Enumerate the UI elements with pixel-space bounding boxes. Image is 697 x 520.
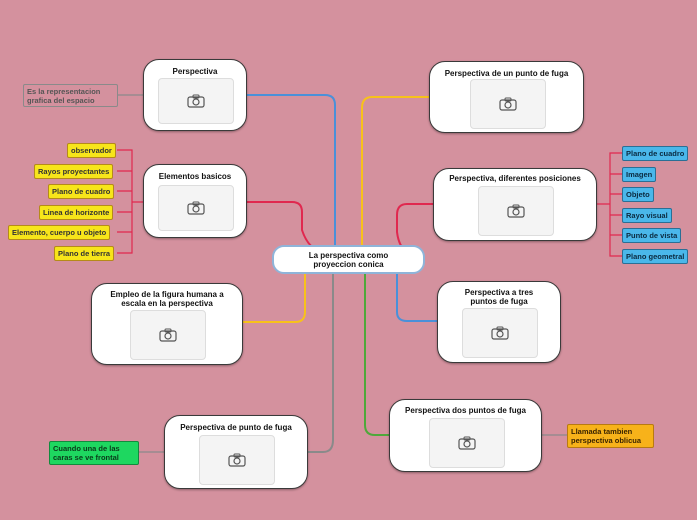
subtopic-line2: caras se ve frontal [53, 453, 119, 462]
subtopic-cara-frontal[interactable]: Cuando una de las caras se ve frontal [49, 441, 139, 465]
camera-icon [187, 94, 205, 108]
subtopic-plano-de-cuadro-right[interactable]: Plano de cuadro [622, 146, 689, 161]
topic-title: Perspectiva de punto de fuga [180, 423, 292, 432]
branch-dos-puntos [364, 274, 390, 436]
subtopic-line1: Cuando una de las [53, 444, 120, 453]
topic-title-line2: escala en la perspectiva [121, 299, 213, 308]
sub-diferentes-bracket [597, 152, 622, 257]
subtopic-line2: perspectiva oblicua [571, 436, 642, 445]
topic-title: Elementos basicos [158, 172, 232, 181]
subtopic-elemento-cuerpo[interactable]: Elemento, cuerpo u objeto [8, 225, 111, 240]
camera-icon [458, 436, 476, 450]
subtopic-line1: Llamada tambien [571, 427, 633, 436]
branch-punto-fuga [307, 274, 334, 453]
topic-elementos-basicos[interactable]: Elementos basicos [143, 164, 247, 238]
subtopic-punto-de-vista[interactable]: Punto de vista [622, 228, 682, 243]
subtopic-rayos-proyectantes[interactable]: Rayos proyectantes [34, 164, 114, 179]
image-placeholder [470, 79, 546, 129]
topic-title-line1: Empleo de la figura humana a [110, 290, 224, 299]
topic-tres-puntos[interactable]: Perspectiva a tres puntos de fuga [437, 281, 561, 363]
camera-icon [187, 201, 205, 215]
image-placeholder [158, 78, 234, 124]
subtopic-rayo-visual[interactable]: Rayo visual [622, 208, 672, 223]
subtopic-perspectiva-oblicua[interactable]: Llamada tambien perspectiva oblicua [567, 424, 654, 448]
topic-title: Empleo de la figura humana a escala en l… [98, 290, 236, 308]
subtopic-plano-de-cuadro[interactable]: Plano de cuadro [48, 184, 115, 199]
branch-perspectiva [246, 94, 336, 245]
branch-tres [396, 274, 438, 322]
topic-title-line2: puntos de fuga [470, 297, 528, 306]
topic-title-line1: Perspectiva a tres [464, 288, 534, 297]
topic-title: Perspectiva, diferentes posiciones [449, 174, 581, 183]
topic-perspectiva[interactable]: Perspectiva [143, 59, 247, 131]
topic-punto-de-fuga[interactable]: Perspectiva de punto de fuga [164, 415, 308, 489]
image-placeholder [199, 435, 275, 485]
subtopic-plano-de-tierra[interactable]: Plano de tierra [54, 246, 115, 261]
subtopic-linea-de-horizonte[interactable]: Linea de horizonte [39, 205, 114, 220]
image-placeholder [462, 308, 538, 358]
topic-title: Perspectiva de un punto de fuga [444, 69, 569, 78]
subtopic-objeto[interactable]: Objeto [622, 187, 654, 202]
subtopic-line1: Es la representacion [27, 87, 101, 96]
camera-icon [159, 328, 177, 342]
subtopic-observador[interactable]: observador [67, 143, 116, 158]
subtopic-line2: grafica del espacio [27, 96, 95, 105]
topic-dos-puntos[interactable]: Perspectiva dos puntos de fuga [389, 399, 542, 472]
image-placeholder [429, 418, 505, 468]
central-topic-line1: La perspectiva como [308, 250, 389, 260]
topic-title: Perspectiva a tres puntos de fuga [444, 288, 554, 306]
image-placeholder [130, 310, 206, 360]
subtopic-imagen[interactable]: Imagen [622, 167, 657, 182]
subtopic-plano-geometral[interactable]: Plano geometral [622, 249, 689, 264]
topic-diferentes-posiciones[interactable]: Perspectiva, diferentes posiciones [433, 168, 597, 241]
subtopic-perspectiva-definicion[interactable]: Es la representacion grafica del espacio [23, 84, 118, 107]
topic-title: Perspectiva dos puntos de fuga [405, 406, 526, 415]
image-placeholder [158, 185, 234, 231]
sub-elementos-bracket [117, 149, 143, 254]
camera-icon [491, 326, 509, 340]
topic-un-punto-de-fuga[interactable]: Perspectiva de un punto de fuga [429, 61, 584, 133]
central-topic-line2: proyeccion conica [313, 259, 384, 269]
topic-empleo-figura-humana[interactable]: Empleo de la figura humana a escala en l… [91, 283, 243, 365]
topic-title: Perspectiva [172, 67, 218, 76]
camera-icon [228, 453, 246, 467]
branch-un-punto [361, 96, 430, 245]
image-placeholder [478, 186, 554, 236]
branch-empleo [242, 274, 306, 323]
central-topic[interactable]: La perspectiva como proyeccion conica [272, 245, 425, 274]
camera-icon [507, 204, 525, 218]
camera-icon [499, 97, 517, 111]
